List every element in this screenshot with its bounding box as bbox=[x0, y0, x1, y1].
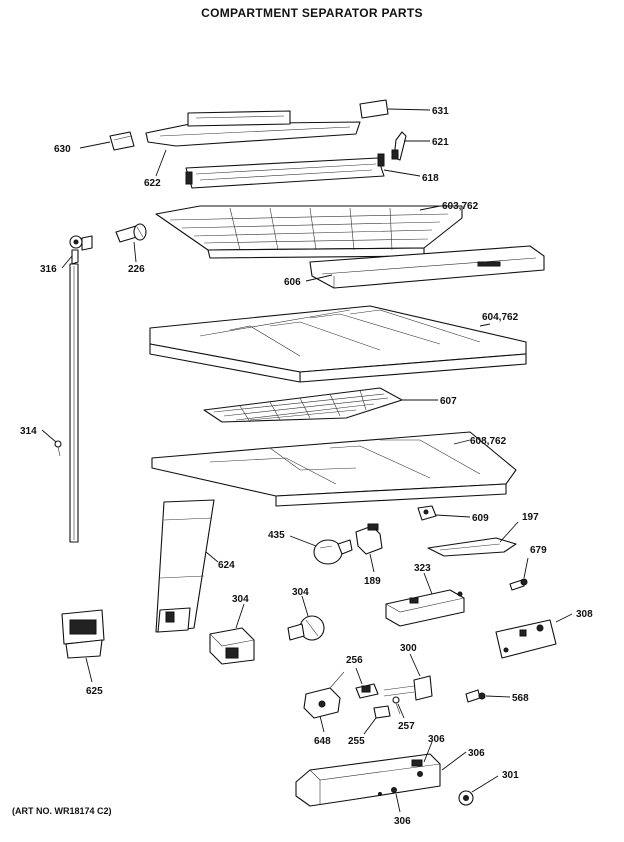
part-631 bbox=[359, 99, 389, 119]
part-609 bbox=[417, 505, 437, 521]
part-308 bbox=[495, 619, 557, 659]
part-304a bbox=[209, 627, 255, 665]
label-308: 308 bbox=[576, 609, 593, 620]
label-304-b: 304 bbox=[292, 587, 309, 598]
part-606 bbox=[309, 245, 545, 289]
part-604 bbox=[149, 305, 527, 383]
part-435 bbox=[313, 539, 353, 565]
part-257 bbox=[392, 696, 401, 715]
part-226 bbox=[115, 223, 147, 243]
part-256 bbox=[355, 683, 379, 699]
label-622: 622 bbox=[144, 178, 161, 189]
part-304b bbox=[287, 615, 325, 641]
label-630: 630 bbox=[54, 144, 71, 155]
part-618 bbox=[185, 153, 385, 189]
label-257: 257 bbox=[398, 721, 415, 732]
label-606: 606 bbox=[284, 277, 301, 288]
label-603-762: 603,762 bbox=[442, 201, 479, 212]
label-256: 256 bbox=[346, 655, 363, 666]
part-622 bbox=[145, 110, 361, 147]
label-306-a: 306 bbox=[428, 734, 445, 745]
label-648: 648 bbox=[314, 736, 331, 747]
part-568 bbox=[465, 689, 486, 703]
label-609: 609 bbox=[472, 513, 489, 524]
label-226: 226 bbox=[128, 264, 145, 275]
label-306-b: 306 bbox=[468, 748, 485, 759]
part-603 bbox=[155, 205, 463, 259]
part-306-bracket bbox=[295, 753, 441, 807]
part-255 bbox=[373, 705, 391, 719]
part-197 bbox=[427, 537, 517, 557]
label-323: 323 bbox=[414, 563, 431, 574]
label-625: 625 bbox=[86, 686, 103, 697]
label-314: 314 bbox=[20, 426, 37, 437]
part-301 bbox=[458, 790, 474, 806]
part-300 bbox=[383, 675, 433, 701]
label-631: 631 bbox=[432, 106, 449, 117]
part-630 bbox=[109, 131, 135, 151]
label-197: 197 bbox=[522, 512, 539, 523]
part-323 bbox=[385, 589, 465, 627]
label-604-762: 604,762 bbox=[482, 312, 519, 323]
label-189: 189 bbox=[364, 576, 381, 587]
label-679: 679 bbox=[530, 545, 547, 556]
part-625 bbox=[61, 609, 105, 659]
label-624: 624 bbox=[218, 560, 235, 571]
part-624 bbox=[155, 499, 215, 633]
label-301: 301 bbox=[502, 770, 519, 781]
rod bbox=[69, 263, 79, 543]
label-316: 316 bbox=[40, 264, 57, 275]
diagram-title: COMPARTMENT SEPARATOR PARTS bbox=[201, 6, 423, 20]
label-608-762: 608,762 bbox=[470, 436, 507, 447]
label-300: 300 bbox=[400, 643, 417, 654]
label-607: 607 bbox=[440, 396, 457, 407]
part-314 bbox=[54, 440, 62, 457]
part-607 bbox=[203, 387, 403, 423]
label-306-c: 306 bbox=[394, 816, 411, 827]
label-618: 618 bbox=[422, 173, 439, 184]
part-679 bbox=[509, 578, 528, 591]
label-621: 621 bbox=[432, 137, 449, 148]
label-435: 435 bbox=[268, 530, 285, 541]
part-621 bbox=[391, 131, 407, 161]
part-189 bbox=[355, 523, 383, 555]
label-255: 255 bbox=[348, 736, 365, 747]
label-568: 568 bbox=[512, 693, 529, 704]
part-316 bbox=[69, 235, 93, 265]
label-304-a: 304 bbox=[232, 594, 249, 605]
part-648 bbox=[303, 671, 345, 719]
part-608 bbox=[151, 431, 517, 507]
art-number: (ART NO. WR18174 C2) bbox=[12, 806, 112, 816]
